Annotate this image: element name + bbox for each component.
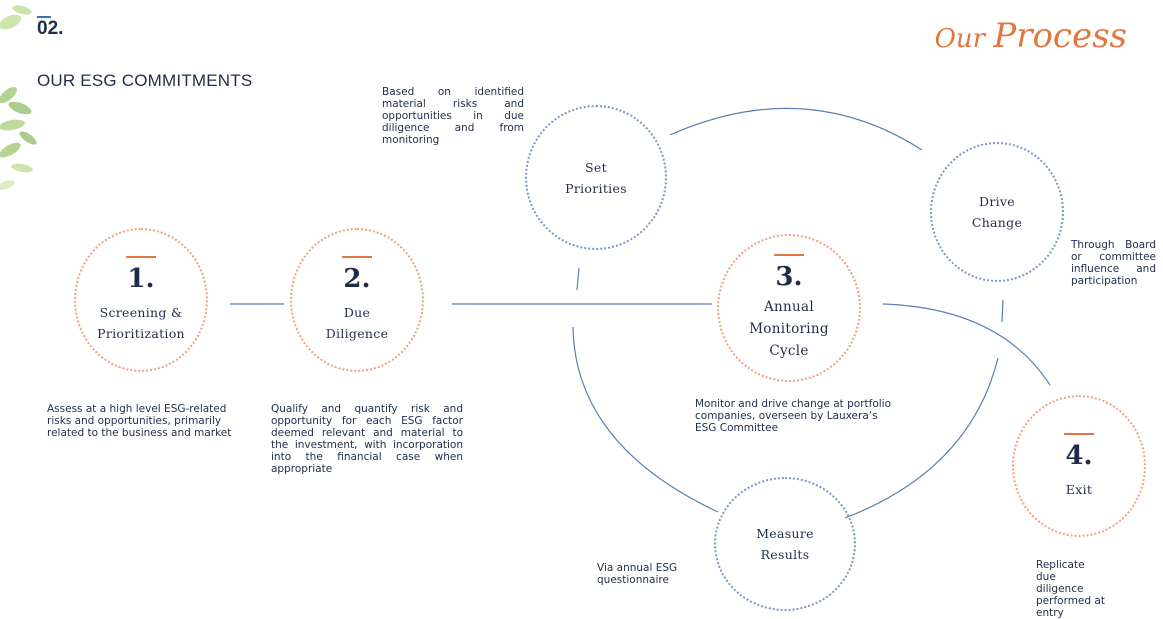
step-3-accent [774, 254, 804, 256]
set-priorities-circle: Set Priorities [525, 105, 667, 250]
set-priorities-label-line1: Set [585, 159, 607, 175]
step-2-number: 2. [343, 264, 371, 294]
step-4-accent [1064, 432, 1094, 435]
arc-set-tick [576, 267, 580, 291]
step-1-number: 1. [127, 264, 155, 294]
page-title-part2: Process [993, 16, 1127, 56]
step-4-number: 4. [1065, 440, 1093, 471]
page-title: Our Process [935, 16, 1127, 56]
step-1-circle: 1. Screening & Prioritization [74, 228, 208, 372]
step-4-circle: 4. Exit [1012, 395, 1146, 537]
arc-measure-to-center [572, 326, 719, 513]
arc-set-to-drive [669, 107, 923, 151]
measure-results-description: Via annual ESG questionnaire [597, 562, 678, 586]
section-rule [37, 16, 51, 18]
drive-change-label-line1: Drive [979, 194, 1015, 209]
page-title-part1: Our [934, 24, 994, 54]
arc-drive-to-measure [844, 357, 999, 519]
connector-3-4 [882, 303, 1051, 386]
drive-change-label-line2: Change [971, 215, 1023, 230]
step-2-label-line2: Diligence [325, 326, 389, 341]
measure-results-label-line2: Results [760, 547, 810, 562]
step-2-description: Qualify and quantify risk and opportunit… [271, 403, 463, 475]
step-3-circle: 3. Annual Monitoring Cycle [717, 234, 861, 382]
step-4-label-line1: Exit [1065, 481, 1093, 497]
section-title: OUR ESG COMMITMENTS [37, 71, 253, 90]
drive-change-description: Through Board or committee influence and… [1071, 239, 1156, 287]
set-priorities-description: Based on identified material risks and o… [382, 86, 524, 146]
set-priorities-label-line2: Priorities [565, 180, 627, 196]
step-1-label-line2: Prioritization [97, 326, 185, 341]
step-4-description: Replicate due diligence performed at ent… [1036, 559, 1105, 619]
step-1-accent [126, 256, 156, 258]
leaves-decoration [0, 5, 37, 190]
step-3-number: 3. [775, 262, 803, 292]
step-3-label-line3: Cycle [769, 343, 809, 359]
step-1-label-line1: Screening & [99, 305, 183, 320]
step-2-circle: 2. Due Diligence [290, 228, 424, 372]
step-3-label-line2: Monitoring [749, 321, 829, 337]
step-2-accent [342, 256, 372, 258]
measure-results-circle: Measure Results [714, 477, 856, 611]
drive-change-circle: Drive Change [930, 142, 1064, 282]
arc-drive-tick [1001, 299, 1004, 323]
step-2-label-line1: Due [343, 305, 371, 320]
measure-results-label-line1: Measure [756, 526, 814, 541]
section-number: 02. [37, 18, 64, 39]
step-3-description: Monitor and drive change at portfolio co… [695, 398, 892, 434]
step-3-label-line1: Annual [764, 299, 814, 315]
step-1-description: Assess at a high level ESG-related risks… [47, 403, 232, 439]
